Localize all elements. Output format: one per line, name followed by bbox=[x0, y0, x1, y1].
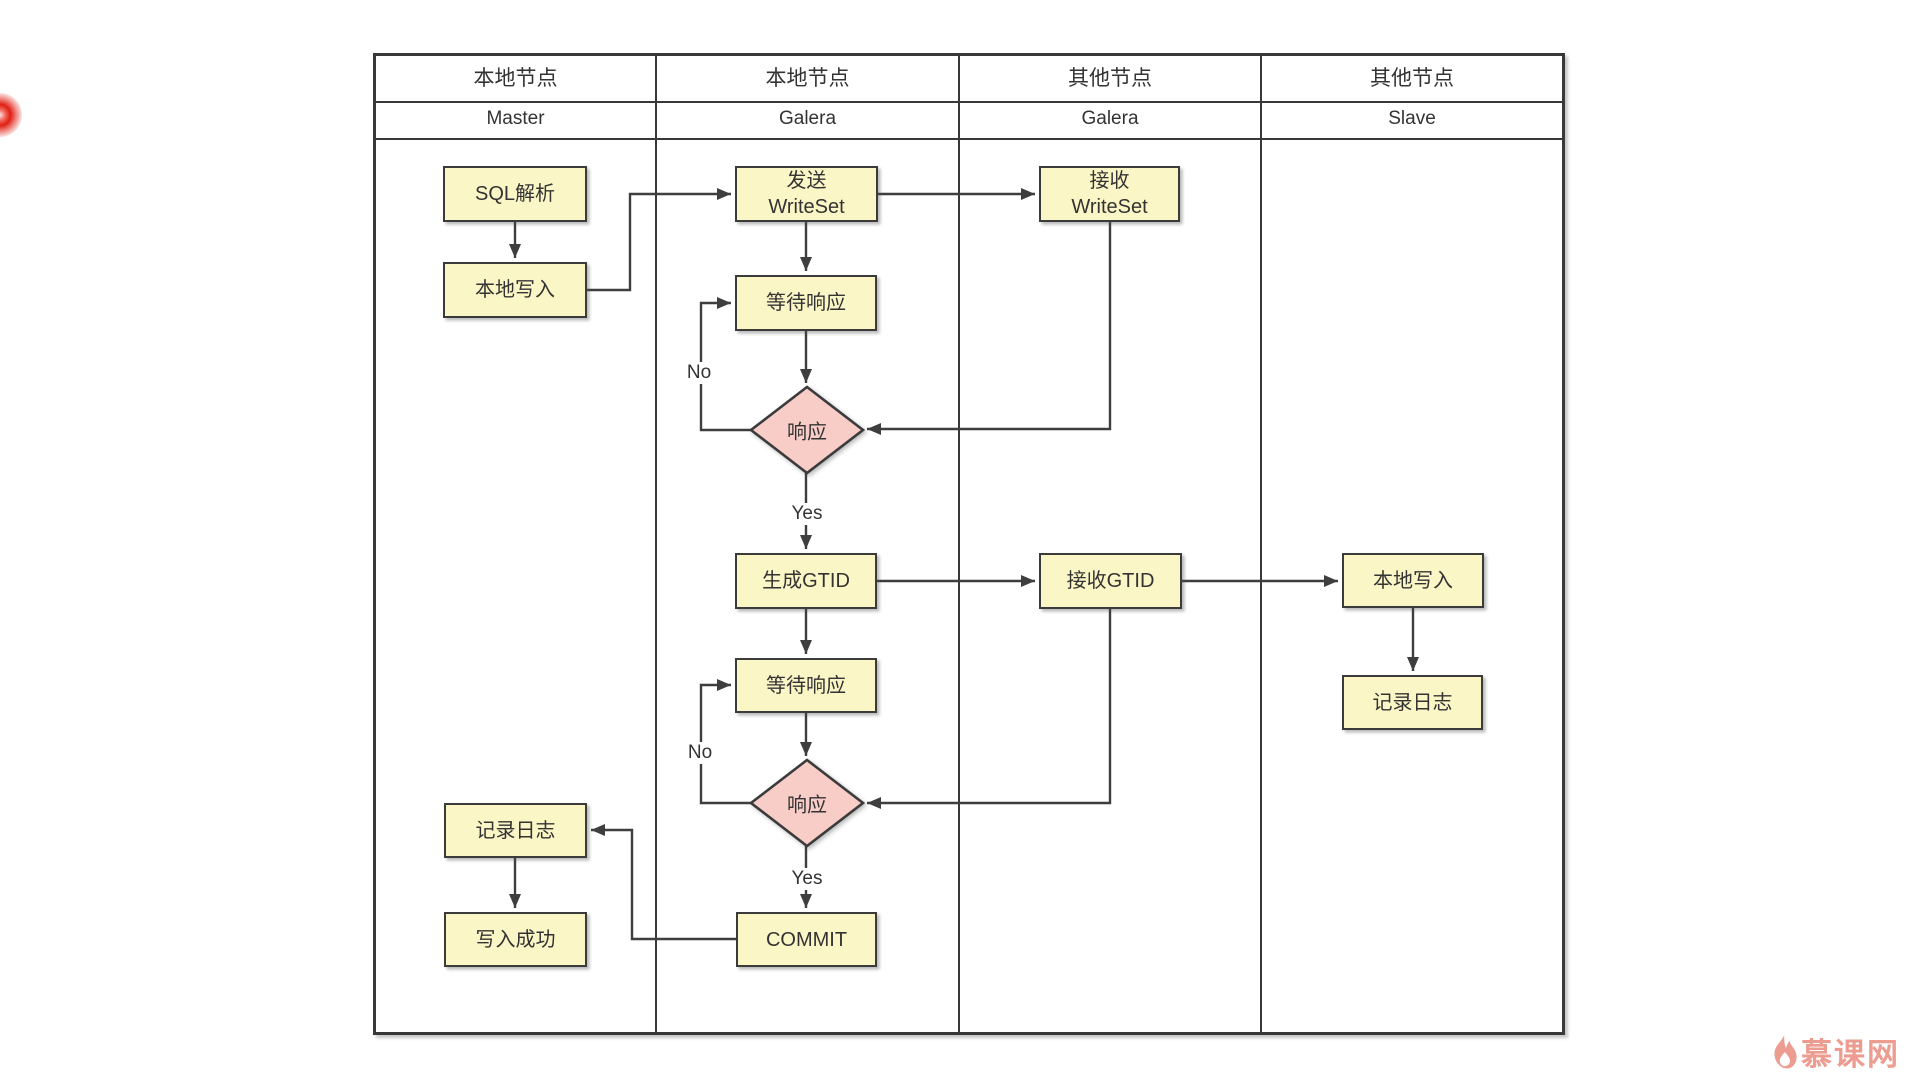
decision-2-label: 响应 bbox=[787, 794, 827, 817]
edge-label-no-1: No bbox=[682, 362, 716, 384]
node-wait-response-1: 等待响应 bbox=[735, 275, 877, 331]
decision-1-diamond bbox=[748, 385, 866, 475]
lane-4-role-label: Slave bbox=[1388, 108, 1436, 129]
watermark: 慕课网 bbox=[1770, 1029, 1900, 1073]
node-local-write-1: 本地写入 bbox=[443, 262, 587, 318]
edge-label-no-2: No bbox=[683, 742, 717, 764]
node-recv-writeset: 接收 WriteSet bbox=[1039, 166, 1180, 222]
edge-recvwriteset-to-decision1 bbox=[867, 222, 1112, 435]
decision-1-label: 响应 bbox=[787, 421, 827, 444]
edge-localwrite-to-sendwriteset bbox=[587, 188, 731, 292]
node-send-writeset: 发送 WriteSet bbox=[735, 166, 878, 222]
lane-3-group-label: 其他节点 bbox=[1068, 67, 1152, 90]
node-local-write-2: 本地写入 bbox=[1342, 553, 1484, 608]
header-row-divider bbox=[373, 101, 1565, 103]
watermark-text: 慕课网 bbox=[1801, 1036, 1900, 1072]
lane-4-group-label: 其他节点 bbox=[1370, 67, 1454, 90]
node-generate-gtid: 生成GTID bbox=[735, 553, 877, 609]
red-indicator-dot bbox=[0, 93, 22, 137]
node-log-1: 记录日志 bbox=[444, 803, 587, 858]
lane-1-group-label: 本地节点 bbox=[473, 67, 558, 90]
node-write-success: 写入成功 bbox=[444, 912, 587, 967]
lane-1-role-label: Master bbox=[486, 108, 545, 129]
lane-divider-1 bbox=[655, 53, 657, 1035]
decision-2-diamond bbox=[748, 758, 866, 848]
lane-divider-3 bbox=[1260, 53, 1262, 1035]
flame-icon bbox=[1774, 1032, 1797, 1069]
node-commit: COMMIT bbox=[736, 912, 877, 967]
node-recv-gtid: 接收GTID bbox=[1039, 553, 1182, 609]
node-wait-response-2: 等待响应 bbox=[735, 658, 877, 713]
lane-2-role-label: Galera bbox=[778, 108, 837, 129]
node-sql-parse: SQL解析 bbox=[443, 166, 587, 222]
edge-recvgtid-to-decision2 bbox=[867, 609, 1112, 809]
node-log-2: 记录日志 bbox=[1342, 675, 1483, 730]
lane-divider-2 bbox=[958, 53, 960, 1035]
edge-commit-to-log bbox=[591, 824, 736, 941]
lane-3-role-label: Galera bbox=[1081, 108, 1139, 129]
header-bottom-line bbox=[373, 138, 1565, 140]
edge-label-yes-1: Yes bbox=[787, 503, 827, 525]
lane-2-group-label: 本地节点 bbox=[765, 67, 850, 90]
edge-label-yes-2: Yes bbox=[787, 868, 827, 890]
